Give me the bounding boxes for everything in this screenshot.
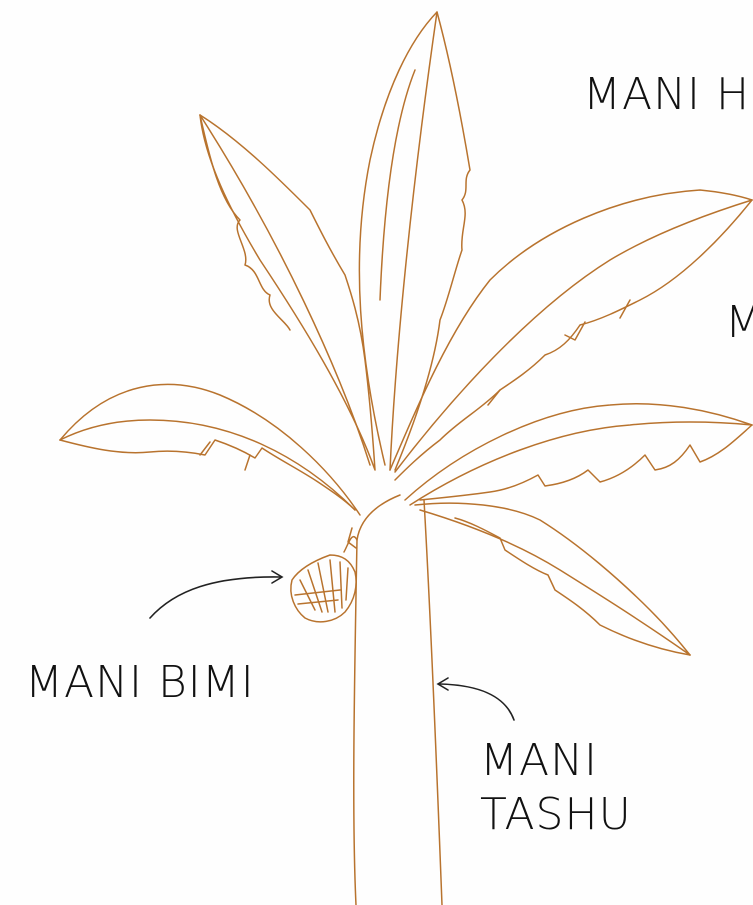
flower-label: MANI BIMI [25,660,255,706]
flower-arrow-line [150,577,280,618]
stem-arrow-line [440,684,514,720]
leaf-top-left [200,115,375,470]
leaf-top-center-midrib [390,12,437,470]
leaf-lower-right [415,503,690,655]
stem-label-line2: TASHU [480,792,632,838]
stem-label-line1: MANI [480,738,598,784]
leaf-right-lower [405,404,752,500]
leaf-top-right [390,190,752,470]
leaf-label-right: M [725,300,753,346]
trunk [354,495,442,905]
leaf-label-top-right: MANI H [583,72,750,118]
